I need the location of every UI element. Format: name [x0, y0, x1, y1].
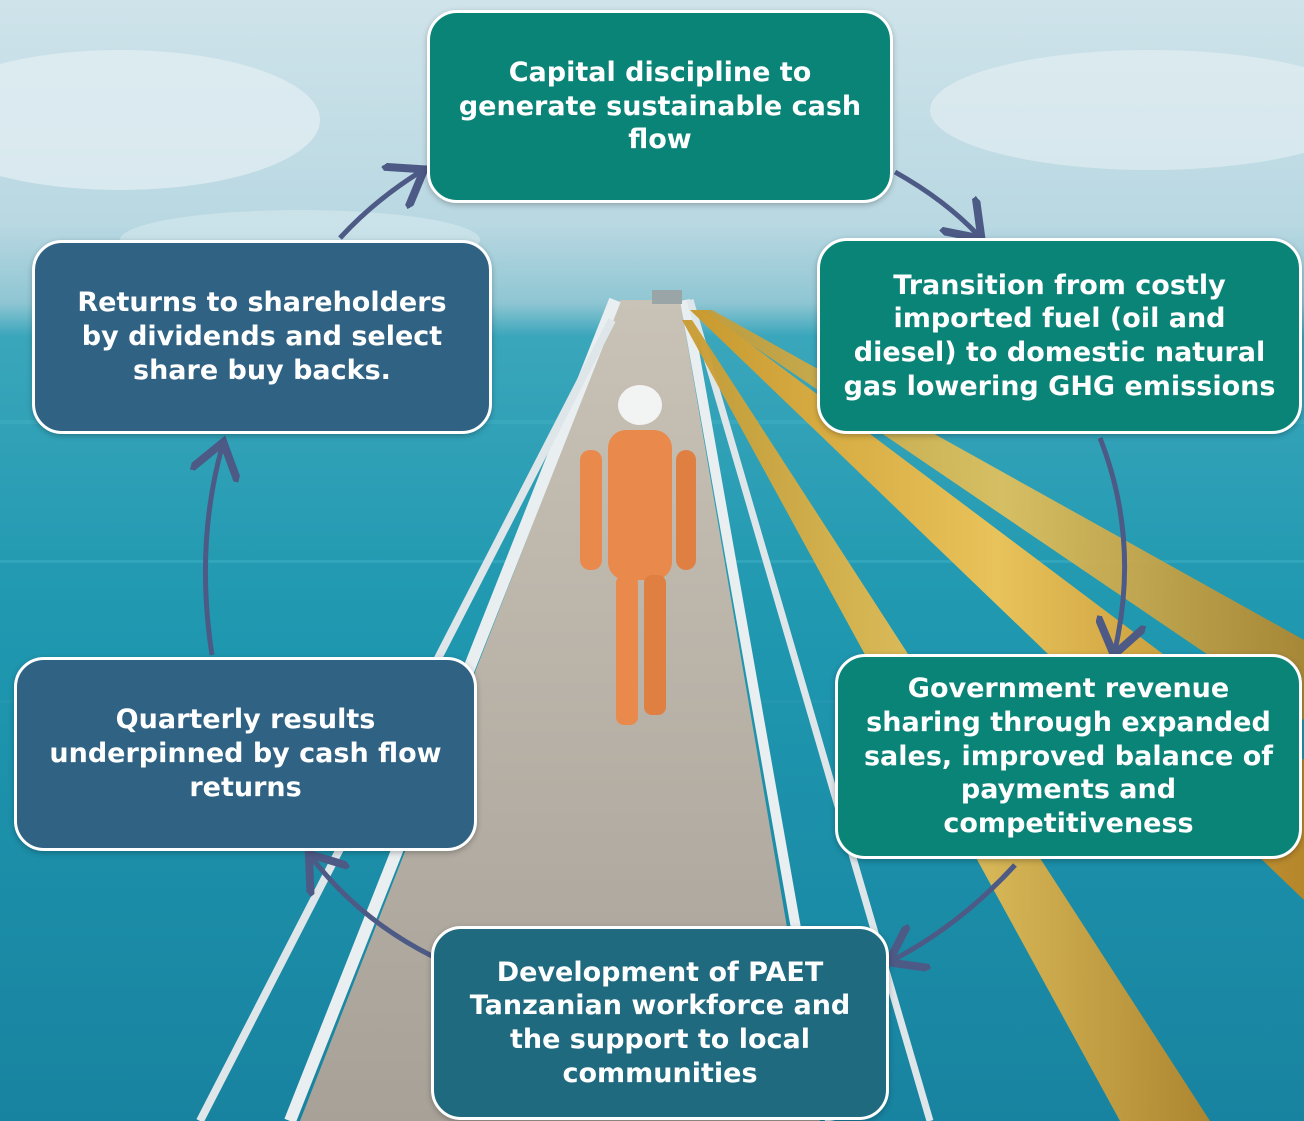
- node-quarterly-results-text: Quarterly results underpinned by cash fl…: [49, 704, 442, 803]
- node-government-revenue: Government revenue sharing through expan…: [835, 654, 1302, 859]
- node-capital-discipline-text: Capital discipline to generate sustainab…: [458, 56, 862, 156]
- node-development-workforce: Development of PAET Tanzanian workforce …: [431, 926, 889, 1120]
- node-quarterly-results: Quarterly results underpinned by cash fl…: [14, 657, 477, 851]
- node-government-revenue-text: Government revenue sharing through expan…: [863, 673, 1274, 840]
- node-returns-shareholders-text: Returns to shareholders by dividends and…: [77, 287, 447, 386]
- node-transition-fuel: Transition from costly imported fuel (oi…: [817, 238, 1302, 434]
- node-transition-fuel-text: Transition from costly imported fuel (oi…: [843, 269, 1276, 402]
- node-capital-discipline: Capital discipline to generate sustainab…: [427, 10, 893, 203]
- node-returns-shareholders: Returns to shareholders by dividends and…: [32, 240, 492, 434]
- node-development-workforce-text: Development of PAET Tanzanian workforce …: [469, 956, 851, 1089]
